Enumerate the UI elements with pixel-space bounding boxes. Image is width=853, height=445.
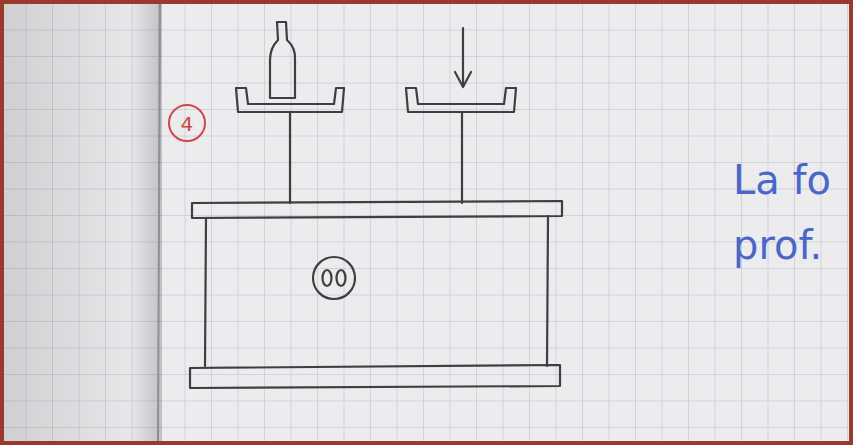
callout-number: 4 bbox=[181, 114, 194, 134]
note-text: La fo bbox=[733, 160, 831, 200]
note-text: prof. bbox=[733, 225, 822, 265]
